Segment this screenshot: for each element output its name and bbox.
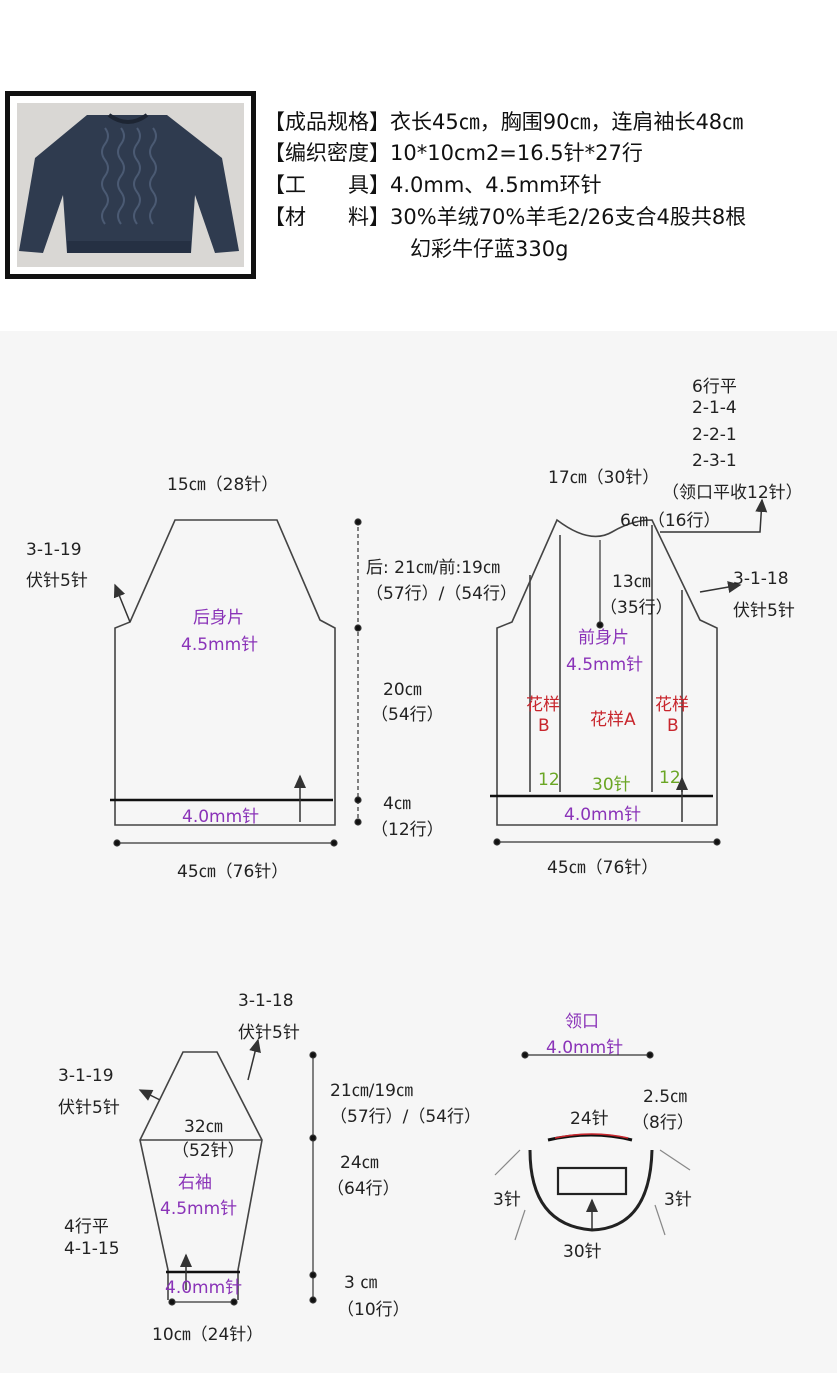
- front-neck-rows: （35行）: [600, 598, 673, 618]
- back-armhole-decrease: 3-1-19: [26, 540, 82, 560]
- rib-rows: （12行）: [371, 820, 444, 840]
- front-count-center: 30针: [592, 775, 631, 795]
- sleeve-width-stitches: （52针）: [172, 1141, 245, 1161]
- collar-needle: 4.0mm针: [546, 1038, 624, 1058]
- back-bottom-width: 45㎝（76针）: [177, 862, 289, 882]
- sleeve-cuff-height: 3 ㎝: [344, 1273, 378, 1293]
- front-count-left: 12: [538, 770, 560, 790]
- spec-tools: 【工 具】4.0mm、4.5mm环针: [264, 173, 602, 197]
- spec-material: 【材 料】30%羊绒70%羊毛2/26支合4股共8根: [264, 205, 747, 229]
- spec-gauge: 【编织密度】10*10cm2=16.5针*27行: [264, 141, 643, 165]
- raglan-height: 后: 21㎝/前:19㎝: [366, 558, 500, 578]
- rib-height: 4㎝: [383, 794, 411, 814]
- back-needle: 4.5mm针: [181, 635, 259, 655]
- collar-left-stitches: 3针: [493, 1190, 521, 1210]
- collar-inner: [556, 1166, 628, 1196]
- sleeve-cuff-width: 10㎝（24针）: [152, 1325, 264, 1345]
- neck-bind-off: （领口平收12针）: [662, 483, 803, 503]
- collar-right-stitches: 3针: [664, 1190, 692, 1210]
- sleeve-left-decrease: 3-1-19: [58, 1066, 114, 1086]
- sleeve-cap-rows: （57行）/（54行）: [330, 1107, 481, 1127]
- collar-depth: 2.5㎝: [643, 1087, 688, 1107]
- sleeve-needle: 4.5mm针: [160, 1199, 238, 1219]
- front-armhole-arrow: [699, 581, 742, 593]
- sleeve-left-arrow: [138, 1089, 161, 1101]
- front-neck-depth: 13㎝: [612, 572, 651, 592]
- back-top-width: 15㎝（28针）: [167, 475, 279, 495]
- product-photo-frame: [5, 91, 256, 279]
- front-pattern-b-right-letter: B: [667, 716, 679, 736]
- sleeve-outline: [139, 1051, 263, 1300]
- sleeve-top-bind: 伏针5针: [238, 1023, 300, 1043]
- neck-rule-2: 2-1-4: [692, 398, 737, 418]
- sleeve-arm-height: 24㎝: [340, 1153, 379, 1173]
- sweater-photo: [17, 103, 244, 267]
- sleeve-arm-rows: （64行）: [327, 1179, 400, 1199]
- collar-back-stitches: 24针: [570, 1109, 609, 1129]
- neck-rule-4: 2-3-1: [692, 451, 737, 471]
- back-armhole-arrow: [113, 583, 131, 623]
- back-rib-needle: 4.0mm针: [182, 807, 260, 827]
- neck-rule-1: 6行平: [692, 377, 737, 397]
- sleeve-rib-needle: 4.0mm针: [165, 1278, 243, 1298]
- collar-depth-rows: （8行）: [632, 1113, 694, 1133]
- sweater-illustration: [19, 113, 239, 253]
- body-height: 20㎝: [383, 680, 422, 700]
- collar-title: 领口: [565, 1012, 599, 1032]
- sleeve-top-arrow: [247, 1038, 261, 1081]
- collar-front-stitches: 30针: [563, 1242, 602, 1262]
- front-top-width: 17㎝（30针）: [548, 468, 660, 488]
- raglan-rows: （57行）/（54行）: [366, 584, 517, 604]
- front-pattern-a: 花样A: [590, 710, 636, 730]
- sleeve-increase-rule: 4-1-15: [64, 1239, 120, 1259]
- front-armhole-decrease: 3-1-18: [733, 569, 789, 589]
- sleeve-top-decrease: 3-1-18: [238, 991, 294, 1011]
- spec-size: 【成品规格】衣长45㎝，胸围90㎝，连肩袖长48㎝: [264, 110, 744, 134]
- front-count-right: 12: [659, 768, 681, 788]
- front-pattern-b-right: 花样: [655, 695, 689, 715]
- neck-arrow: [660, 498, 768, 533]
- sleeve-title: 右袖: [178, 1173, 212, 1193]
- front-title: 前身片: [578, 628, 629, 648]
- diagram-panel: [0, 331, 837, 1373]
- front-pattern-b-left: 花样: [526, 695, 560, 715]
- spec-material-color: 幻彩牛仔蓝330g: [410, 237, 569, 261]
- front-bottom-width: 45㎝（76针）: [547, 858, 659, 878]
- back-armhole-bind: 伏针5针: [26, 571, 88, 591]
- front-pattern-b-left-letter: B: [538, 716, 550, 736]
- back-piece-outline: [114, 519, 336, 826]
- collar-outer: [528, 1149, 654, 1232]
- front-piece-outline: [496, 518, 718, 826]
- sleeve-left-bind: 伏针5针: [58, 1098, 120, 1118]
- front-armhole-bind: 伏针5针: [733, 601, 795, 621]
- sleeve-width: 32㎝: [184, 1117, 223, 1137]
- sleeve-cap-height: 21㎝/19㎝: [330, 1081, 413, 1101]
- body-rows: （54行）: [371, 705, 444, 725]
- neck-rule-3: 2-2-1: [692, 425, 737, 445]
- front-neck-width: 6㎝（16行）: [620, 511, 721, 531]
- front-needle: 4.5mm针: [566, 655, 644, 675]
- sleeve-increase-flat: 4行平: [64, 1217, 109, 1237]
- sleeve-cuff-rows: （10行）: [337, 1300, 410, 1320]
- back-title: 后身片: [193, 608, 244, 628]
- front-rib-needle: 4.0mm针: [564, 805, 642, 825]
